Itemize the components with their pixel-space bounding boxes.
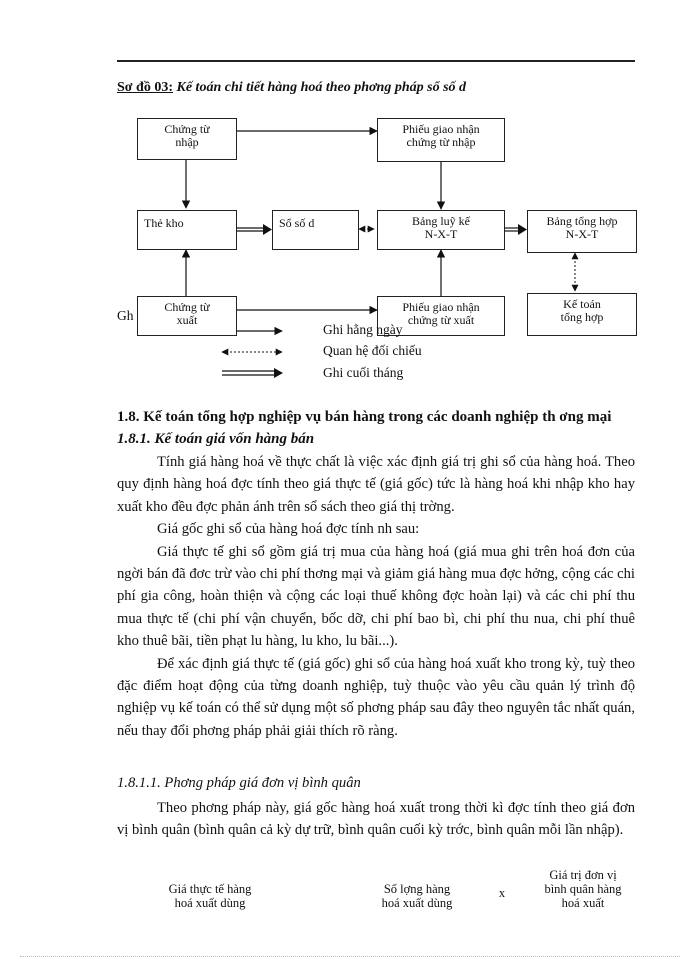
top-rule bbox=[117, 60, 635, 62]
arrow-luyke-tonghop bbox=[505, 224, 527, 235]
legend-month-end: Ghi cuối tháng bbox=[323, 365, 404, 380]
formula-operator: x bbox=[498, 886, 506, 900]
node-phieu-giao-nhan-nhap: Phiếu giao nhận chứng từ nhập bbox=[377, 118, 505, 162]
paragraph-1: Tính giá hàng hoá về thực chất là việc x… bbox=[117, 454, 635, 515]
formula-term-1: Giá thực tế hàng hoá xuất dùng bbox=[168, 882, 252, 910]
subsection-heading: 1.8.1. Kế toán giá vốn hàng bán bbox=[117, 431, 315, 447]
node-chung-tu-xuat: Chứng từ xuất bbox=[137, 296, 237, 336]
legend-double-line bbox=[222, 368, 283, 378]
gh-fragment: Gh bbox=[117, 308, 134, 323]
node-chung-tu-nhap: Chứng từ nhập bbox=[137, 118, 237, 160]
arrow-thekho-soso bbox=[237, 224, 272, 235]
diagram-title-text: Kế toán chi tiết hàng hoá theo phơng phá… bbox=[173, 80, 467, 95]
legend-reconcile: Quan hệ đối chiếu bbox=[323, 343, 422, 358]
paragraph-2: Giá gốc ghi sổ của hàng hoá đợc tính nh … bbox=[157, 521, 420, 538]
node-phieu-giao-nhan-xuat: Phiếu giao nhận chứng từ xuất bbox=[377, 296, 505, 336]
paragraph-3: Giá thực tế ghi sổ gồm giá trị mua của h… bbox=[117, 543, 635, 650]
legend-daily: Ghi hằng ngày bbox=[323, 322, 403, 337]
diagram-connectors bbox=[181, 126, 579, 378]
node-so-so-du: Sổ số d bbox=[272, 210, 359, 250]
bottom-divider bbox=[20, 956, 680, 957]
node-bang-tong-hop: Bảng tổng hợp N-X-T bbox=[527, 210, 637, 253]
body-text: Tính giá hàng hoá về thực chất là việc x… bbox=[117, 451, 635, 742]
paragraph-4: Để xác định giá thực tế (giá gốc) ghi sổ… bbox=[117, 655, 635, 739]
diagram-title: Sơ đồ 03: Kế toán chi tiết hàng hoá theo… bbox=[117, 80, 466, 96]
node-bang-luy-ke: Bảng luỹ kế N-X-T bbox=[377, 210, 505, 250]
node-the-kho: Thẻ kho bbox=[137, 210, 237, 250]
formula-term-2: Số lợng hàng hoá xuất dùng bbox=[381, 882, 453, 910]
subsubsection-heading: 1.8.1.1. Phơng pháp giá đơn vị bình quân bbox=[117, 775, 361, 791]
diagram-label: Sơ đồ 03: bbox=[117, 80, 173, 95]
body-text-2: Theo phơng pháp này, giá gốc hàng hoá xu… bbox=[117, 797, 635, 842]
paragraph-5: Theo phơng pháp này, giá gốc hàng hoá xu… bbox=[117, 800, 635, 839]
section-heading: 1.8. Kế toán tổng hợp nghiệp vụ bán hàng… bbox=[117, 409, 612, 425]
formula-term-3: Giá trị đơn vị bình quân hàng hoá xuất bbox=[544, 868, 622, 910]
node-ke-toan-tong-hop: Kế toán tổng hợp bbox=[527, 293, 637, 336]
